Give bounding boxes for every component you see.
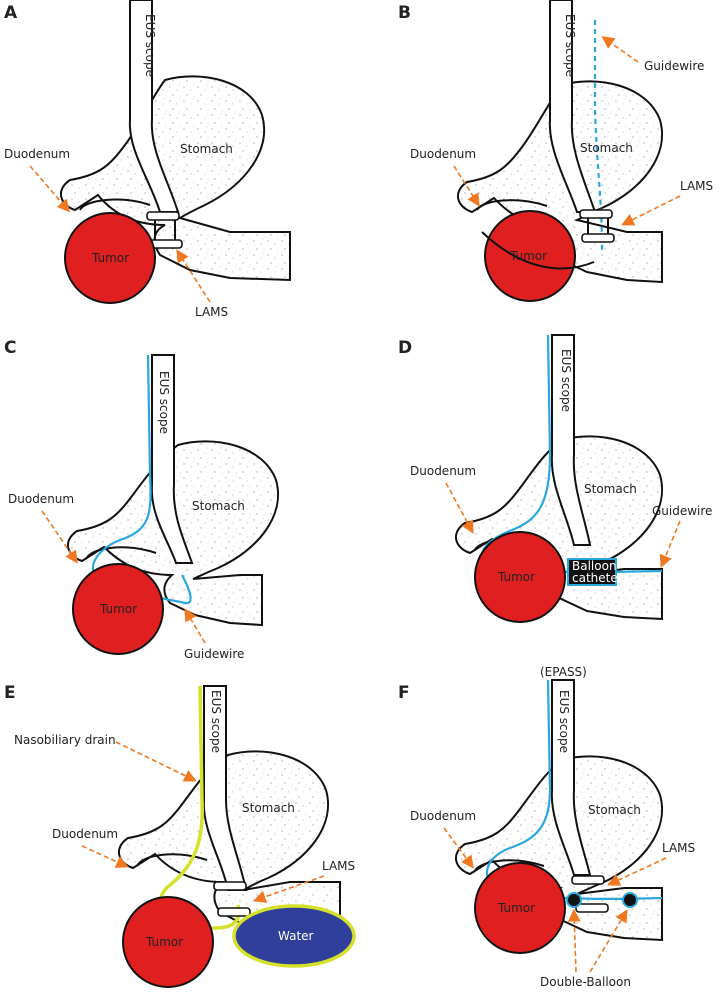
scope-label: EUS scope [559,349,573,412]
lams-stent [571,875,605,885]
stomach-label: Stomach [584,482,637,496]
duodenum-wall [136,853,208,867]
duodenum-arrow [445,482,474,534]
tumor [122,896,214,988]
guidewire [486,679,663,901]
guidewire-label: Guidewire [184,647,244,661]
panel-letter: D [398,338,412,358]
scope-label: EUS scope [157,371,171,434]
duodenum-wall [79,198,151,211]
tumor-label: Tumor [91,251,129,265]
scope-label: EUS scope [557,690,571,753]
duodenum-label: Duodenum [8,492,74,506]
panel-letter: E [4,683,16,703]
lams-stent-lower [149,239,183,249]
tumor [72,563,164,655]
tumor-label: Tumor [145,935,183,949]
double-balloon-arrow-right [589,909,628,973]
guidewire-label: Guidewire [644,59,704,73]
lams-label: LAMS [662,841,695,855]
panel-letter: A [4,3,18,23]
panel-b: B EUS scope Stomach Tumor Duodenum Guide… [398,0,713,302]
lams-arrow [176,249,211,303]
double-balloon-label: Double-Balloon [540,975,631,989]
guidewire-arrow [601,36,639,63]
drain-arrow [115,741,197,782]
duodenum-loop [481,231,595,270]
water-label: Water [278,929,314,943]
tumor [484,210,576,302]
duodenum-wall [85,546,157,560]
double-balloon-arrow-left [567,908,581,973]
panel-c: C EUS scope Stomach Tumor Duodenum Guide… [4,338,279,661]
panel-letter: C [4,338,16,358]
guidewire-arrow [184,608,206,644]
tumor-label: Tumor [509,249,547,263]
lams-stent-lower [581,233,615,243]
drain-label: Nasobiliary drain [14,733,116,747]
balloon-distal [622,892,638,908]
epass-caption: (EPASS) [540,665,587,679]
eus-scope [550,679,592,876]
lams-stent-lower [575,903,609,913]
duodenum-arrow [81,845,129,868]
balloon-proximal [566,892,582,908]
lams-stent [146,211,180,221]
balloon-label-line1: Balloon [572,559,617,573]
stomach-label: Stomach [580,141,633,155]
tumor-label: Tumor [497,570,535,584]
lams-stent [213,881,247,891]
tumor-label: Tumor [99,602,137,616]
eus-scope [202,685,248,891]
duodenum-label: Duodenum [410,809,476,823]
scope-label: EUS scope [209,690,223,753]
balloon-catheter [567,558,617,586]
panel-letter: B [398,3,411,23]
lams-arrow [607,857,667,886]
lams-stent-lower [217,907,251,917]
panel-d: D EUS scope Stomach Tumor Balloon cathet… [398,334,712,623]
duodenum-label: Duodenum [52,827,118,841]
duodenum-arrow [29,165,71,213]
panel-f: F (EPASS) EUS scope Stomach Tumor Duoden… [398,665,695,989]
duodenum-label: Duodenum [410,147,476,161]
lams-label: LAMS [322,859,355,873]
lams-arrow [621,195,681,226]
tumor [474,531,566,623]
balloon-label-line2: catheter [572,571,623,585]
tumor [64,212,156,304]
duodenum-label: Duodenum [410,464,476,478]
stomach-label: Stomach [192,499,245,513]
panel-e: E EUS scope Stomach Tumor Water Nasobili… [4,683,356,988]
stomach-label: Stomach [180,142,233,156]
guidewire-label: Guidewire [652,504,712,518]
lams-label: LAMS [195,305,228,319]
lams-stent [579,209,613,219]
tumor [474,862,566,954]
scope-label: EUS scope [563,14,577,77]
tumor-label: Tumor [497,901,535,915]
lams-arrow [252,875,325,903]
eus-scope [150,354,194,564]
panel-letter: F [398,683,410,703]
lams-label: LAMS [680,179,713,193]
duodenum-arrow [41,510,78,564]
duodenum-label: Duodenum [4,147,70,161]
stomach-label: Stomach [242,801,295,815]
panel-a: A EUS scope Stomach Tumor Duodenum LAMS [4,0,291,319]
stomach-label: Stomach [588,803,641,817]
scope-label: EUS scope [143,14,157,77]
guidewire-arrow [659,520,681,568]
duodenum-wall [476,199,548,211]
water-balloon [232,904,356,968]
eus-scope [550,334,592,546]
duodenum-wall [473,859,545,873]
